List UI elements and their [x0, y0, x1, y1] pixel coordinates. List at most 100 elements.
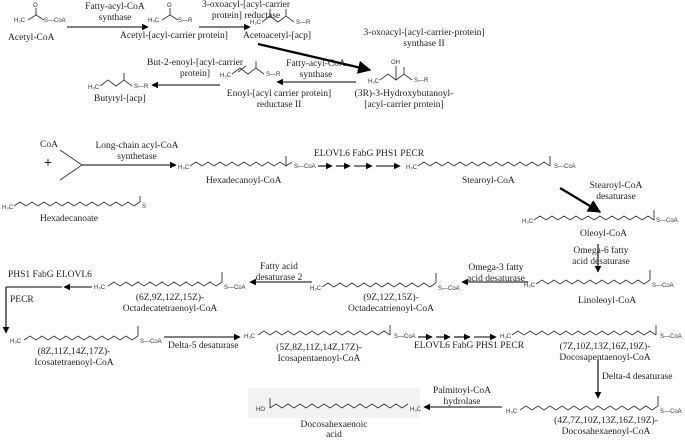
label-coa: CoA [40, 140, 58, 150]
label-acetyl-coa: Acetyl-CoA [8, 33, 55, 43]
svg-text:H₃C: H₃C [14, 18, 26, 24]
icosatetraenoyl-structure: H₃C S—CoA [10, 326, 162, 345]
svg-text:S—CoA: S—CoA [656, 218, 678, 224]
label-oxoacyl-synthase-1: 3-oxoacyl-[acyl-carrier-protein] [363, 28, 485, 38]
label-octadecatrienoyl-2: Octadecatrienoyl-CoA [348, 304, 434, 314]
svg-text:S—CoA: S—CoA [224, 285, 246, 291]
svg-text:H₃C: H₃C [310, 286, 322, 292]
svg-text:H₃C: H₃C [250, 20, 262, 26]
label-fas-2: synthase [98, 13, 132, 23]
bracket-coa [59, 149, 83, 166]
dha-structure: HO H₃C [256, 398, 422, 413]
label-icosatetraenoyl-2: Icosatetraenoyl-CoA [34, 358, 114, 368]
octadecatrienoyl-structure: H₃C S—CoA [310, 273, 460, 292]
icosapentaenoyl-structure: H₃C S—CoA [244, 325, 416, 340]
label-fas2-1: Fatty-acyl-CoA [286, 59, 346, 69]
stearoyl-coa-structure: H₃C S—CoA [406, 156, 576, 171]
hexadecanoate-structure: H₃C S [2, 196, 146, 211]
acetyl-acp-structure: H₃C O S—R [148, 3, 193, 24]
svg-text:H₃C: H₃C [500, 334, 512, 340]
linoleoyl-coa-structure: H₃C S—CoA [524, 270, 674, 289]
label-butyryl-acp: Butyryl-[acp] [94, 94, 146, 104]
label-elongation-left-2: PECR [10, 295, 34, 305]
label-lcacs-2: synthetase [117, 152, 157, 162]
label-oxoacyl-reductase-2: protein] reductase [211, 11, 281, 21]
svg-text:O: O [167, 3, 172, 9]
label-palmitoyl-2: hydrolase [443, 397, 481, 407]
arrow-stearoyl-to-oleoyl [559, 187, 602, 213]
label-acetoacetyl-acp: Acetoacetyl-[acp] [243, 31, 312, 41]
bracket-hexadecanoate [59, 164, 83, 181]
label-hexadecanoate: Hexadecanoate [40, 214, 99, 224]
label-linoleoyl-coa: Linoleoyl-CoA [578, 296, 637, 306]
butyryl-acp-structure: H₃C S—R [88, 73, 149, 91]
label-enoyl-acp-2: reductase II [256, 100, 302, 110]
label-elongation-row4: ELOVL6 FabG PHS1 PECR [414, 341, 525, 351]
label-palmitoyl-1: Palmitoyl-CoA [432, 386, 492, 396]
svg-text:H₃C: H₃C [88, 85, 100, 91]
svg-text:S—CoA: S—CoA [438, 286, 460, 292]
label-delta4: Delta-4 desaturase [602, 372, 673, 382]
svg-text:S—CoA: S—CoA [44, 18, 66, 24]
label-lcacs-1: Long-chain acyl-CoA [95, 141, 179, 151]
label-fad2-1: Fatty acid [260, 262, 298, 272]
label-delta5: Delta-5 desaturase [168, 341, 239, 351]
label-omega3-2: acid desaturase [467, 274, 525, 284]
label-omega6-2: acid desaturase [572, 257, 630, 267]
docosapentaenoyl-structure: H₃C S—CoA [500, 325, 682, 340]
label-octadecatetraenoyl-1: (6Z,9Z,12Z,15Z)- [135, 293, 205, 303]
docosahexaenoyl-structure: H₃C S—CoA [506, 396, 682, 415]
label-hydroxybutanoyl-2: [acyl-carrier protein] [364, 100, 444, 110]
label-butenoyl-2: protein] [179, 69, 211, 79]
label-omega6-1: Omega-6 fatty [573, 246, 629, 256]
label-fad2-2: desaturase 2 [255, 273, 303, 283]
svg-text:S—R: S—R [178, 18, 193, 24]
label-fas-1: Fatty-acyl-CoA [85, 2, 145, 12]
svg-text:O: O [33, 3, 38, 9]
label-oxoacyl-reductase-1: 3-oxoacyl-[acyl-carrier [201, 0, 291, 10]
label-icosapentaenoyl-1: (5Z,8Z,11Z,14Z,17Z)- [276, 343, 362, 353]
octadecatetraenoyl-structure: H₃C S—CoA [94, 272, 246, 291]
svg-text:H₃C: H₃C [10, 339, 22, 345]
oleoyl-coa-structure: H₃C S—CoA [522, 210, 678, 225]
hydroxybutanoyl-structure: H₃C OH S—R [368, 60, 429, 85]
svg-text:S—R: S—R [414, 78, 429, 84]
label-oleoyl-coa: Oleoyl-CoA [580, 229, 627, 239]
label-enoyl-acp-1: Enoyl-[acyl carrier protein] [226, 89, 332, 99]
svg-text:H₃C: H₃C [2, 205, 14, 211]
svg-text:S—CoA: S—CoA [652, 283, 674, 289]
label-hexadecanoyl-coa: Hexadecanoyl-CoA [206, 176, 282, 186]
label-icosapentaenoyl-2: Icosapentaenoyl-CoA [277, 354, 361, 364]
acetyl-coa-structure: H₃C O S—CoA [14, 3, 66, 24]
label-dha-1: Docosahexaenoic [300, 420, 368, 430]
label-butenoyl-1: But-2-enoyl-[acyl-carrier [146, 58, 243, 68]
svg-text:S—CoA: S—CoA [394, 334, 416, 340]
arrow-acetoacetyl-to-hydroxybutanoyl [257, 42, 372, 74]
svg-text:H₃C: H₃C [522, 219, 534, 225]
label-scd-1: Stearoyl-CoA [589, 181, 643, 191]
svg-text:H₃C: H₃C [406, 165, 418, 171]
label-icosatetraenoyl-1: (8Z,11Z,14Z,17Z)- [37, 347, 111, 357]
svg-text:H₃C: H₃C [148, 18, 160, 24]
svg-text:H₃C: H₃C [524, 283, 536, 289]
svg-text:H₃C: H₃C [368, 79, 380, 85]
label-fas2-2: synthase [299, 70, 333, 80]
label-plus: + [44, 156, 52, 171]
svg-text:S—R: S—R [296, 20, 311, 26]
acetoacetyl-acp-structure: H₃C S—R [250, 9, 311, 26]
label-hydroxybutanoyl-1: (3R)-3-Hydroxybutanoyl- [354, 89, 454, 99]
label-elongation-row2: ELOVL6 FabG PHS1 PECR [314, 149, 425, 159]
dha-structure-box [248, 388, 420, 418]
label-docosahexaenoyl-2: Docosahexaenoyl-CoA [561, 427, 651, 437]
svg-text:H₃C: H₃C [244, 334, 256, 340]
svg-text:HO: HO [256, 407, 265, 413]
svg-text:H₃C: H₃C [506, 409, 518, 415]
label-omega3-1: Omega-3 fatty [468, 263, 524, 273]
svg-text:H₃C: H₃C [220, 73, 232, 79]
label-octadecatrienoyl-1: (9Z,12Z,15Z)- [363, 293, 419, 303]
svg-text:S—CoA: S—CoA [660, 409, 682, 415]
svg-text:S: S [142, 204, 146, 210]
svg-text:S—R: S—R [266, 72, 281, 78]
label-docosapentaenoyl-2: Docosapentaenoyl-CoA [559, 353, 651, 363]
